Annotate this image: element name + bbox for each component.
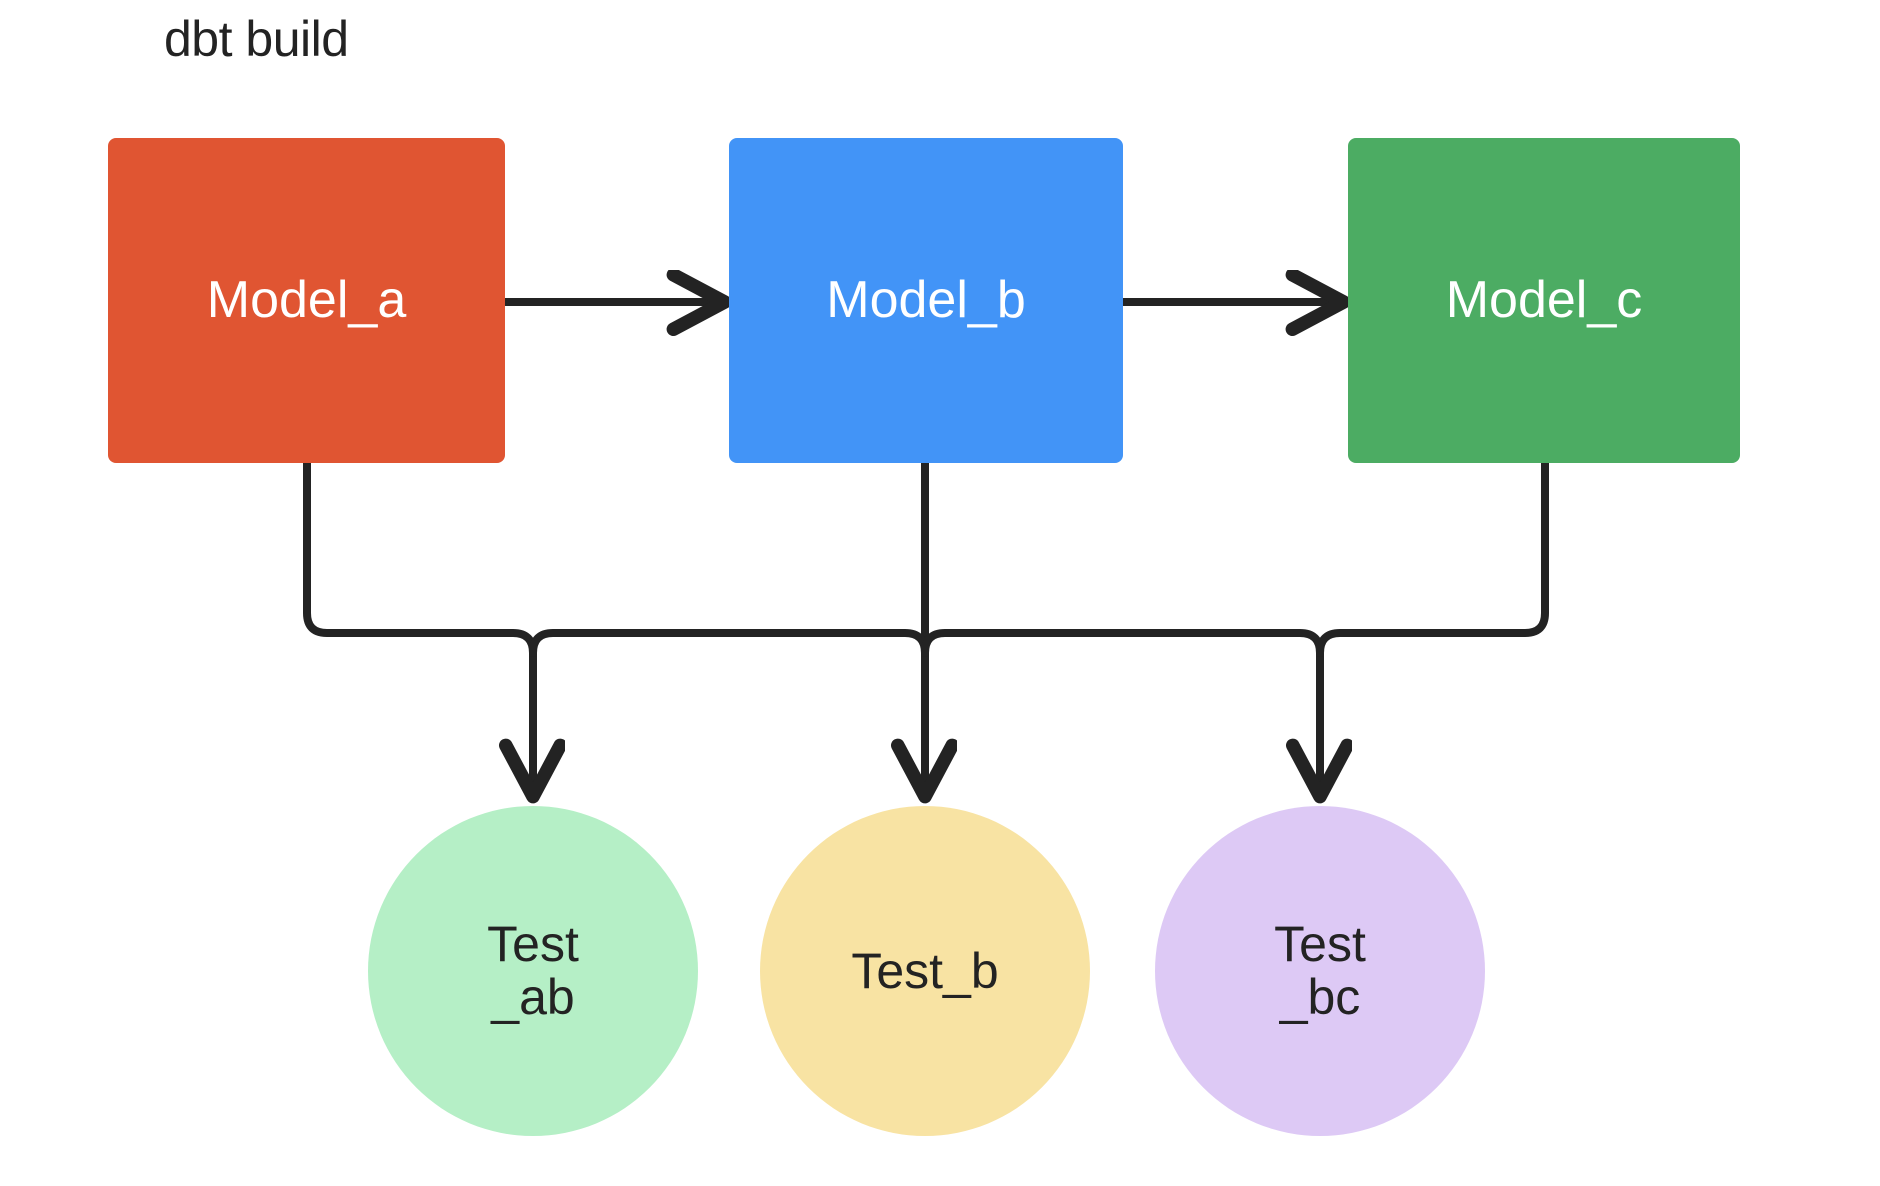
edge-bus-segments [529,629,1324,657]
edge-model-c-to-test-bc [1320,459,1549,795]
node-model-b-label: Model_b [826,270,1026,329]
node-model-a[interactable]: Model_a [108,138,505,463]
node-test-b-label-line-1: Test_b [851,943,999,999]
node-model-c[interactable]: Model_c [1348,138,1740,463]
node-model-c-label: Model_c [1445,270,1643,329]
node-test-ab-label-line-2: _ab [491,969,575,1025]
node-test-bc[interactable]: Test _bc [1155,806,1485,1136]
edge-model-a-to-test-ab [303,459,533,795]
node-test-b[interactable]: Test_b [760,806,1090,1136]
node-model-b[interactable]: Model_b [729,138,1123,463]
node-model-a-label: Model_a [206,270,407,329]
node-test-bc-label-line-1: Test [1274,916,1366,972]
node-test-bc-label-line-2: _bc [1279,969,1361,1025]
diagram-title: dbt build [164,11,349,67]
node-test-ab-label-line-1: Test [487,916,579,972]
node-test-ab[interactable]: Test _ab [368,806,698,1136]
